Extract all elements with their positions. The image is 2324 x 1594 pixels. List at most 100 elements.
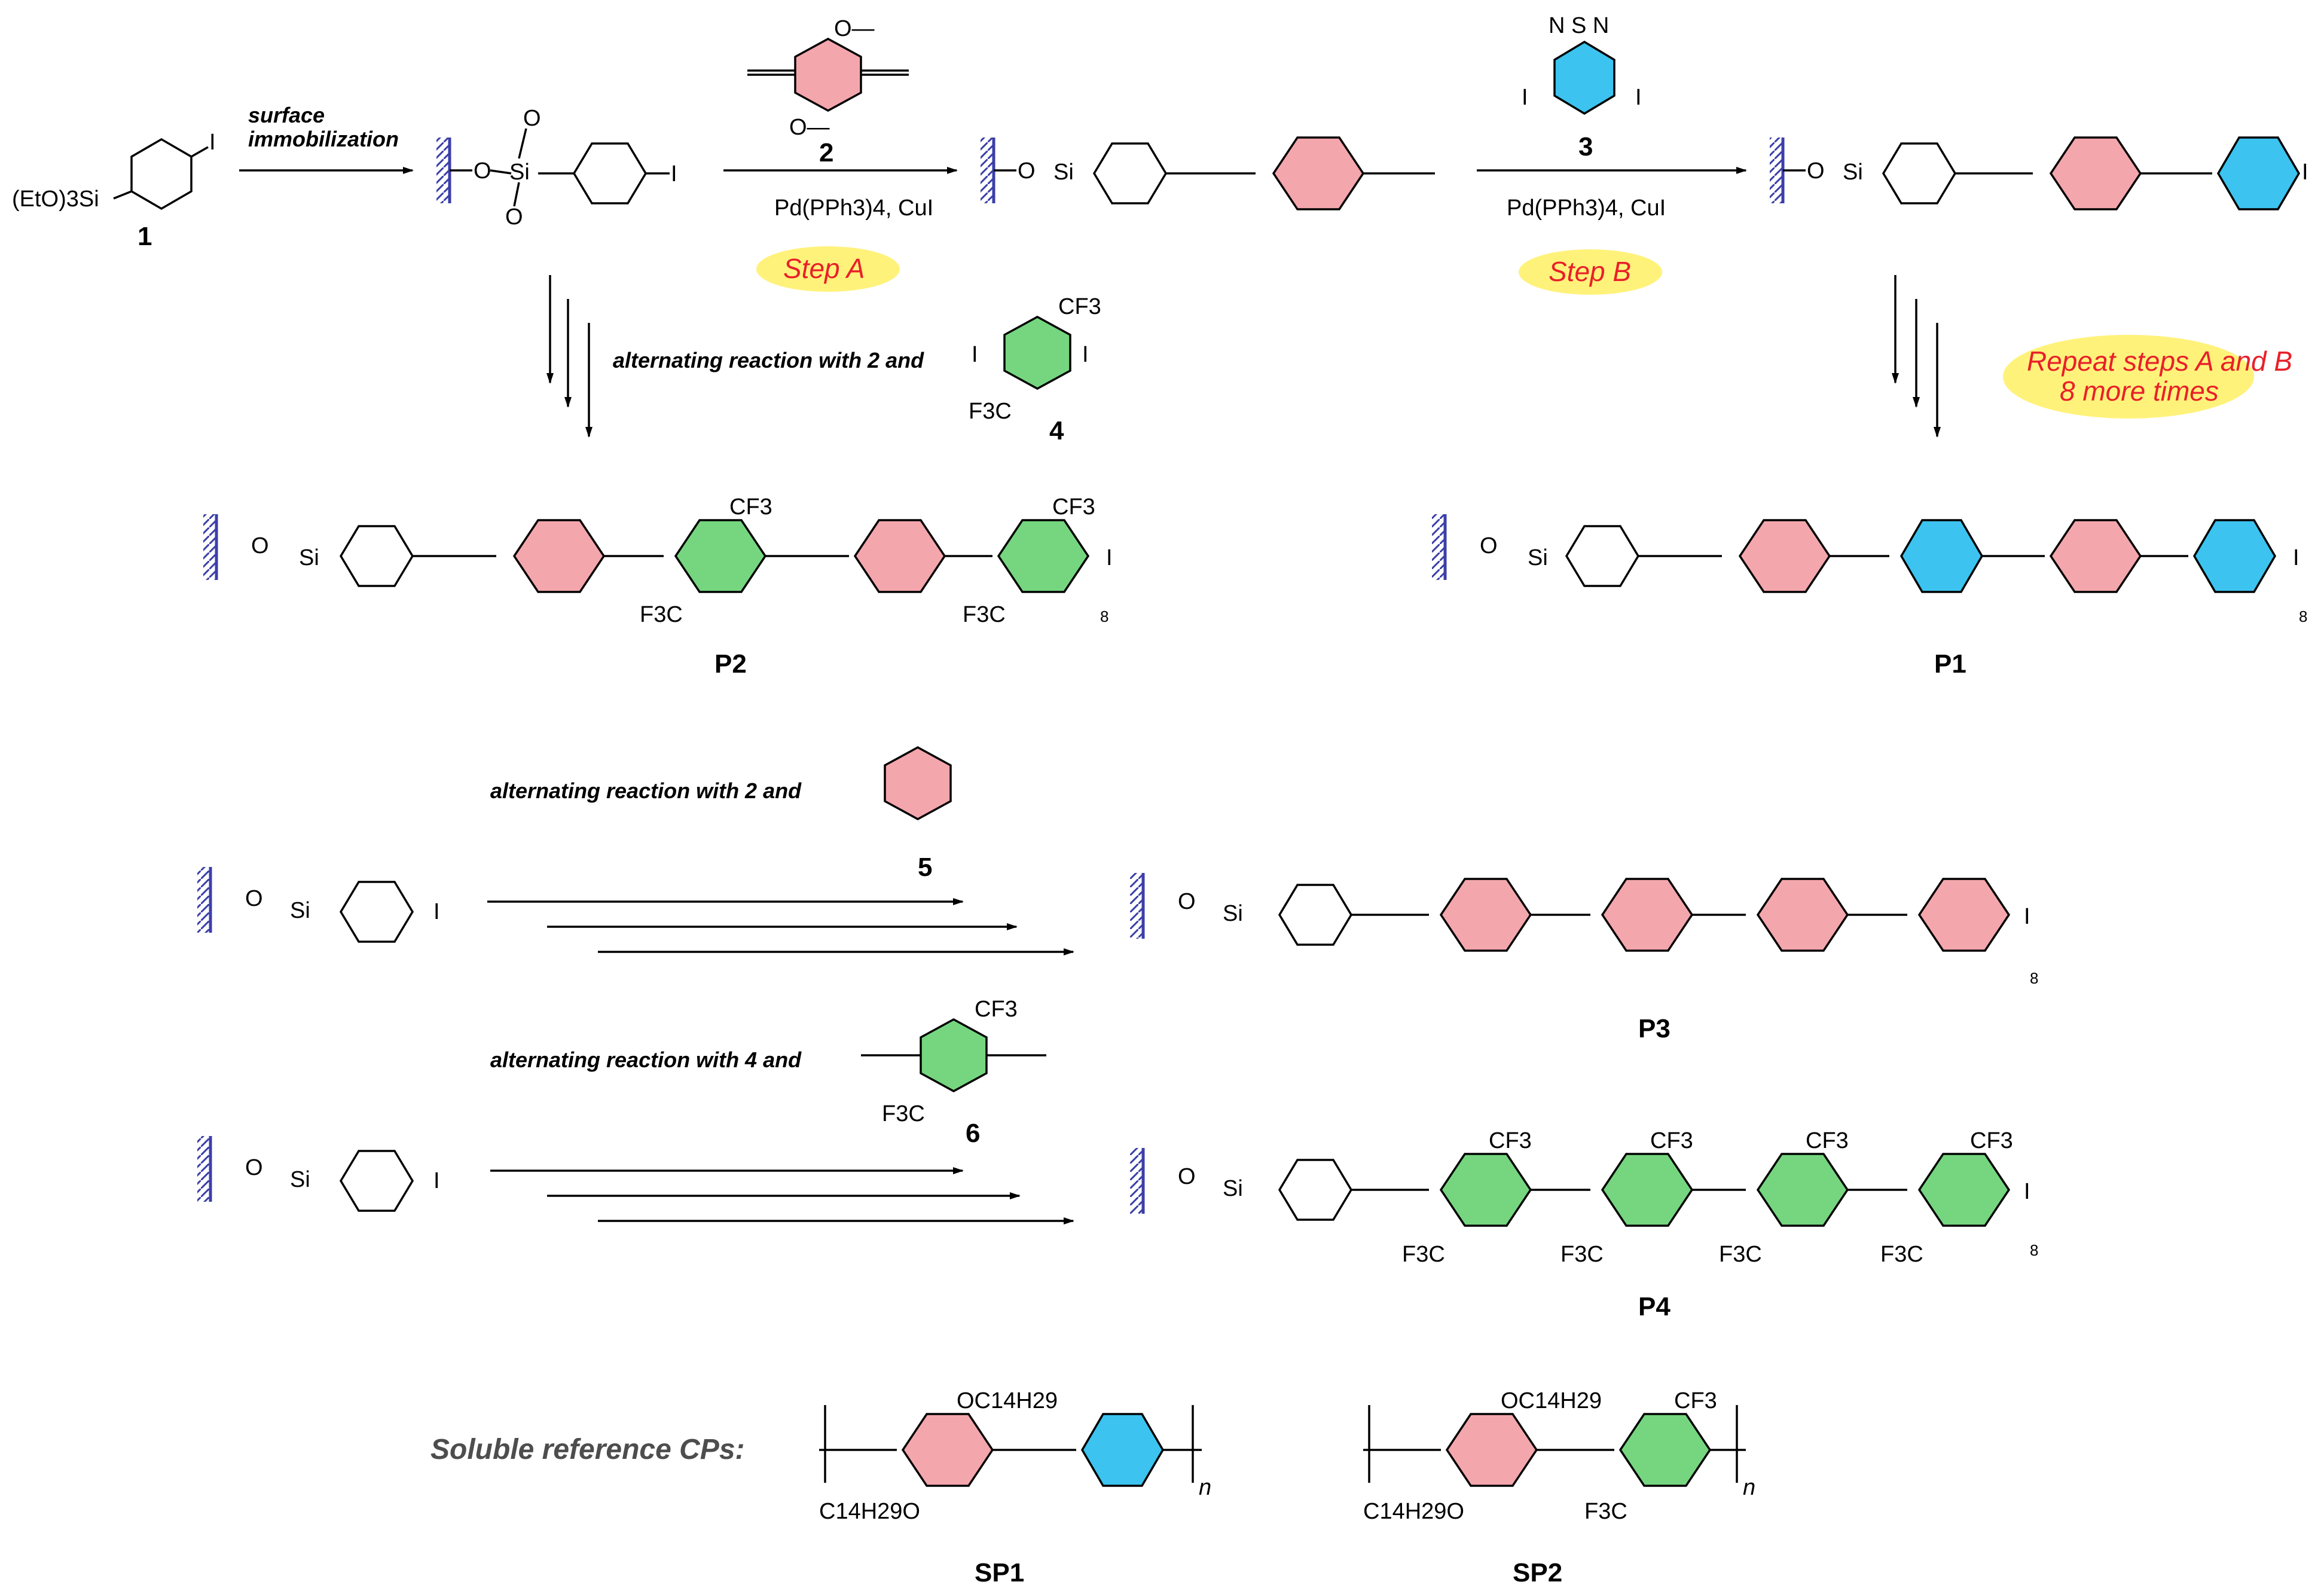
polymer-p4: O Si CF3 F3C CF3 F3C CF3 F3C CF3 F3C I 8… [1130, 1128, 2038, 1321]
svg-text:Si: Si [290, 1167, 310, 1192]
svg-text:Si: Si [1843, 160, 1863, 185]
svg-text:OC14H29: OC14H29 [1501, 1388, 1602, 1413]
step-a-highlight [756, 246, 900, 292]
compound-2: O— O— 2 [747, 16, 909, 167]
svg-text:CF3: CF3 [1970, 1128, 2013, 1153]
c1-iodo: I [209, 130, 216, 155]
alt-2-5-label: alternating reaction with 2 and [490, 778, 802, 803]
compound-6: CF3 F3C 6 [861, 997, 1046, 1148]
compound-4: CF3 F3C I I 4 [969, 294, 1101, 445]
svg-text:O: O [251, 533, 269, 558]
svg-text:O: O [523, 106, 541, 131]
svg-text:O—: O— [789, 115, 830, 140]
surface-p3-start: O Si I [197, 867, 440, 943]
svg-text:I: I [1082, 342, 1089, 367]
svg-text:I: I [2024, 1179, 2030, 1204]
intermediate-step-b: O Si I [1770, 136, 2308, 210]
compound-1: (EtO)3Si I 1 [12, 130, 216, 251]
svg-text:O—: O— [834, 16, 875, 41]
svg-text:O: O [245, 886, 263, 911]
p1-label: P1 [1934, 649, 1966, 679]
step-b-reagents: Pd(PPh3)4, CuI [1507, 196, 1666, 221]
c1-formula: (EtO)3Si [12, 187, 99, 212]
repeat-highlight [2003, 335, 2254, 419]
svg-text:I: I [1635, 85, 1642, 110]
svg-text:F3C: F3C [1584, 1499, 1627, 1524]
svg-text:I: I [1106, 545, 1113, 570]
svg-text:F3C: F3C [640, 602, 683, 627]
svg-text:CF3: CF3 [1806, 1128, 1849, 1153]
sp2-label: SP2 [1513, 1558, 1562, 1587]
svg-text:Si: Si [1528, 545, 1548, 570]
immobilization-label-2: immobilization [248, 127, 399, 151]
alt-2-4-label: alternating reaction with 2 and [613, 348, 924, 372]
p3-label: P3 [1638, 1014, 1671, 1043]
polymer-p1: O Si I 8 P1 [1432, 514, 2307, 679]
svg-text:F3C: F3C [1719, 1242, 1762, 1267]
surface-si-aryl-iodide: O Si O O I [436, 106, 677, 230]
svg-text:CF3: CF3 [975, 997, 1018, 1022]
svg-text:CF3: CF3 [1674, 1388, 1717, 1413]
svg-text:I: I [671, 161, 677, 187]
svg-text:n: n [1199, 1475, 1211, 1500]
svg-text:n: n [1743, 1475, 1755, 1500]
svg-text:Si: Si [290, 898, 310, 923]
p4-label: P4 [1638, 1292, 1671, 1321]
svg-text:8: 8 [2030, 1241, 2038, 1259]
svg-text:F3C: F3C [1402, 1242, 1445, 1267]
svg-text:CF3: CF3 [1650, 1128, 1693, 1153]
svg-text:8: 8 [1100, 607, 1108, 625]
svg-text:8: 8 [2030, 969, 2038, 987]
svg-text:I: I [2302, 160, 2308, 185]
repeat-line-1: Repeat steps A and B [2027, 346, 2292, 377]
intermediate-step-a: O Si [981, 136, 1435, 210]
svg-text:O: O [1018, 158, 1036, 184]
svg-text:CF3: CF3 [1058, 294, 1101, 319]
polymer-p2: O Si CF3 F3C CF3 F3C I 8 P2 [203, 494, 1113, 679]
sp1-label: SP1 [975, 1558, 1024, 1587]
reference-sp2: OC14H29 C14H29O CF3 F3C n SP2 [1363, 1388, 1755, 1587]
step-b-label: Step B [1549, 256, 1631, 287]
svg-text:O: O [1480, 533, 1498, 558]
svg-text:I: I [433, 899, 440, 924]
svg-text:I: I [2293, 545, 2299, 570]
step-a-label: Step A [783, 253, 865, 284]
svg-text:F3C: F3C [969, 399, 1012, 424]
svg-text:O: O [1178, 1164, 1196, 1189]
svg-text:4: 4 [1049, 416, 1064, 445]
svg-text:F3C: F3C [963, 602, 1006, 627]
step-a-reagents: Pd(PPh3)4, CuI [774, 196, 933, 221]
svg-text:F3C: F3C [882, 1101, 925, 1126]
alt-4-6-label: alternating reaction with 4 and [490, 1048, 802, 1072]
svg-text:CF3: CF3 [729, 494, 772, 520]
svg-text:Si: Si [509, 160, 530, 185]
reference-sp1: OC14H29 C14H29O n SP1 [819, 1388, 1211, 1587]
svg-text:C14H29O: C14H29O [1363, 1499, 1464, 1524]
svg-text:Si: Si [1223, 1176, 1243, 1201]
svg-text:I: I [433, 1168, 440, 1193]
polymer-p3: O Si I 8 P3 [1130, 873, 2038, 1043]
svg-text:O: O [245, 1155, 263, 1180]
compound-3: N S N I I 3 [1522, 13, 1642, 161]
svg-text:OC14H29: OC14H29 [957, 1388, 1058, 1413]
svg-text:3: 3 [1578, 132, 1593, 161]
svg-text:O: O [505, 204, 523, 230]
svg-text:F3C: F3C [1560, 1242, 1604, 1267]
svg-text:Si: Si [299, 545, 319, 570]
svg-text:C14H29O: C14H29O [819, 1499, 920, 1524]
svg-text:CF3: CF3 [1489, 1128, 1532, 1153]
svg-text:CF3: CF3 [1052, 494, 1095, 520]
svg-text:Si: Si [1223, 901, 1243, 926]
svg-text:F3C: F3C [1880, 1242, 1923, 1267]
svg-text:2: 2 [819, 138, 833, 167]
svg-text:O: O [1807, 158, 1825, 184]
svg-text:Si: Si [1053, 160, 1074, 185]
step-b-highlight [1519, 249, 1662, 295]
svg-text:6: 6 [966, 1119, 980, 1148]
immobilization-label-1: surface [248, 103, 325, 127]
svg-text:N S N: N S N [1549, 13, 1609, 38]
svg-text:I: I [2024, 904, 2030, 929]
svg-text:O: O [1178, 889, 1196, 914]
svg-text:8: 8 [2299, 607, 2307, 625]
